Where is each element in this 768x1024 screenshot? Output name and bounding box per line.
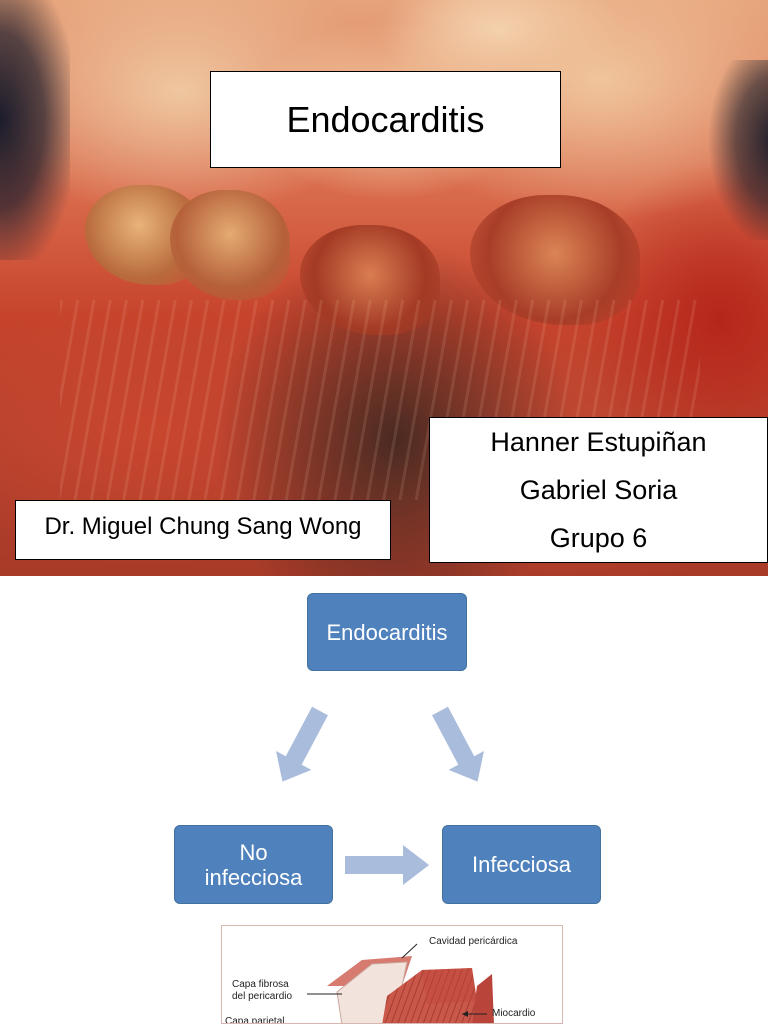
title-slide: Endocarditis Hanner Estupiñan Gabriel So… [0, 0, 768, 576]
valve-vegetation [470, 195, 640, 325]
arrow-down-left-icon [276, 706, 328, 782]
photo-background-shadow [0, 0, 70, 260]
author-name: Hanner Estupiñan [490, 427, 707, 457]
node-no-infecciosa: No infecciosa [174, 825, 333, 904]
label-fibrous-line: del pericardio [232, 991, 293, 1002]
arrow-right-icon [345, 845, 429, 885]
label-cavity: Cavidad pericárdica [429, 936, 518, 947]
author-name: Gabriel Soria [519, 475, 678, 505]
node-infecciosa: Infecciosa [442, 825, 601, 904]
node-label: Endocarditis [326, 619, 448, 645]
node-label: No infecciosa [205, 840, 303, 890]
doctor-name: Dr. Miguel Chung Sang Wong [44, 513, 362, 540]
group-label: Grupo 6 [549, 523, 648, 553]
node-label: Infecciosa [471, 852, 572, 877]
label-fibrous: Capa fibrosa del pericardio [232, 979, 292, 1003]
authors-box: Hanner Estupiñan Gabriel Soria Grupo 6 [429, 417, 768, 563]
label-fibrous-line: Capa fibrosa [232, 979, 289, 990]
slide-title: Endocarditis [210, 71, 561, 168]
arrow-down-right-icon [432, 706, 484, 782]
node-label-line: infecciosa [204, 864, 303, 890]
pericardium-illustration [307, 943, 494, 1023]
diagram-arrows [276, 706, 484, 885]
node-endocarditis: Endocarditis [307, 593, 467, 671]
node-label-line: No [239, 839, 268, 865]
doctor-box: Dr. Miguel Chung Sang Wong [15, 500, 391, 560]
label-parietal: Capa parietal [225, 1016, 285, 1024]
valve-vegetation [300, 225, 440, 335]
valve-vegetation [170, 190, 290, 300]
label-myocardium: Miocardio [492, 1008, 536, 1019]
photo-background-shadow [708, 60, 768, 240]
slide-title-text: Endocarditis [286, 98, 485, 140]
pericardium-figure: Cavidad pericárdica Capa fibrosa del per… [221, 925, 563, 1024]
